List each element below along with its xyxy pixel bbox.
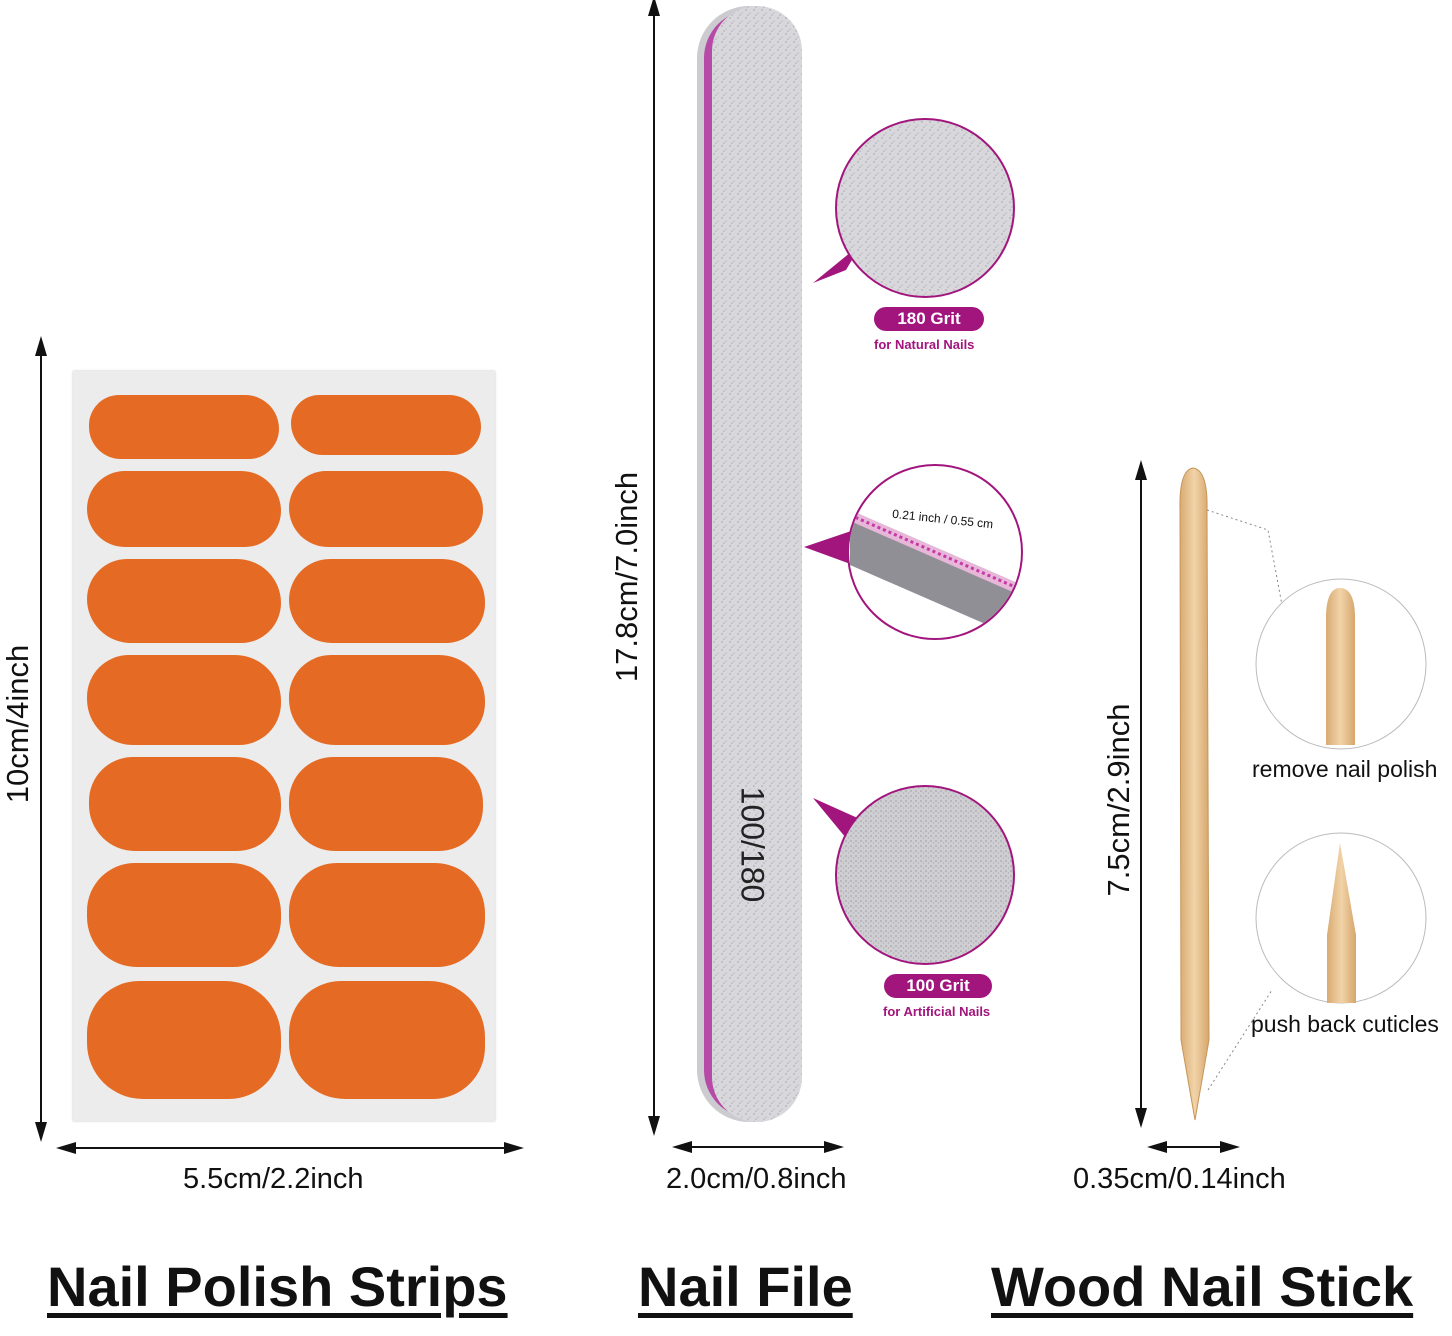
nail-file [697, 6, 802, 1122]
nail-strip [289, 471, 483, 547]
file-width-label: 2.0cm/0.8inch [666, 1163, 847, 1195]
callout-line-top [1206, 509, 1283, 606]
stick-height-label: 7.5cm/2.9inch [1101, 703, 1136, 897]
file-height-label: 17.8cm/7.0inch [609, 471, 644, 683]
stick-title: Wood Nail Stick [991, 1255, 1414, 1318]
nail-strip [289, 559, 485, 643]
strips-height-label: 10cm/4inch [0, 644, 35, 804]
nail-strip [87, 655, 281, 745]
nail-polish-sheet [73, 371, 495, 1121]
nail-strip [89, 757, 281, 851]
grit-100-badge: 100 Grit [884, 974, 992, 998]
nail-strip [87, 471, 281, 547]
nail-strip [289, 655, 485, 745]
grit-180-subtitle: for Natural Nails [874, 337, 975, 352]
callout-line-bottom [1207, 989, 1273, 1091]
nail-strip [87, 559, 281, 643]
remove-polish-label: remove nail polish [1252, 756, 1438, 782]
grit-180-badge: 180 Grit [874, 307, 984, 331]
stick-width-label: 0.35cm/0.14inch [1073, 1163, 1286, 1195]
push-cuticles-label: push back cuticles [1251, 1011, 1439, 1037]
nail-strip [87, 981, 281, 1099]
nail-strip [289, 981, 485, 1099]
round-tip [1326, 588, 1355, 745]
nail-strip [89, 395, 279, 459]
wood-stick [1179, 467, 1210, 1121]
thickness-zoom [847, 464, 1023, 640]
nail-strip [291, 395, 481, 455]
file-title: Nail File [638, 1255, 853, 1318]
pointed-tip [1327, 843, 1356, 1003]
nail-strip [87, 863, 281, 967]
grit-100-zoom [835, 785, 1015, 965]
strips-title: Nail Polish Strips [47, 1255, 508, 1318]
strips-width-label: 5.5cm/2.2inch [183, 1163, 364, 1195]
file-print-text: 100/180 [734, 786, 771, 903]
nail-strip [289, 863, 485, 967]
grit-180-zoom [835, 118, 1015, 298]
nail-strip [289, 757, 483, 851]
grit-100-subtitle: for Artificial Nails [883, 1004, 991, 1019]
pointer-mid [804, 528, 860, 566]
